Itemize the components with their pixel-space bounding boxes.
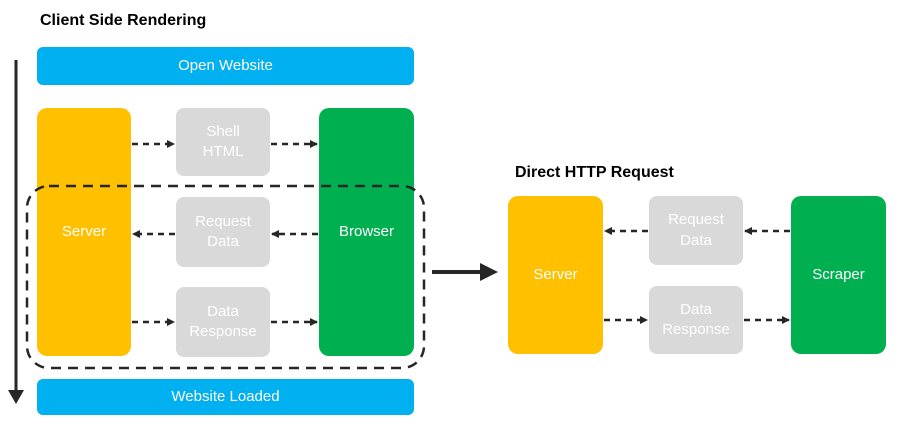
- request-cycle-region: [25, 184, 426, 370]
- website-loaded-bar: Website Loaded: [37, 379, 414, 415]
- browser-box: Browser: [319, 108, 414, 356]
- shell-html-box: Shell HTML: [176, 108, 270, 176]
- direct-http-request-title: Direct HTTP Request: [515, 164, 674, 181]
- server-box-right: Server: [508, 196, 603, 354]
- open-website-bar: Open Website: [37, 47, 414, 85]
- data-response-box-left: Data Response: [176, 287, 270, 357]
- timeline-arrowhead: [8, 390, 24, 404]
- request-data-box-right: Request Data: [649, 196, 743, 265]
- data-response-box-right: Data Response: [649, 286, 743, 354]
- server-box-left: Server: [37, 108, 131, 356]
- scraper-box: Scraper: [791, 196, 886, 354]
- request-data-box-left: Request Data: [176, 197, 270, 267]
- transition-arrowhead: [480, 263, 498, 281]
- client-side-rendering-title: Client Side Rendering: [40, 12, 207, 29]
